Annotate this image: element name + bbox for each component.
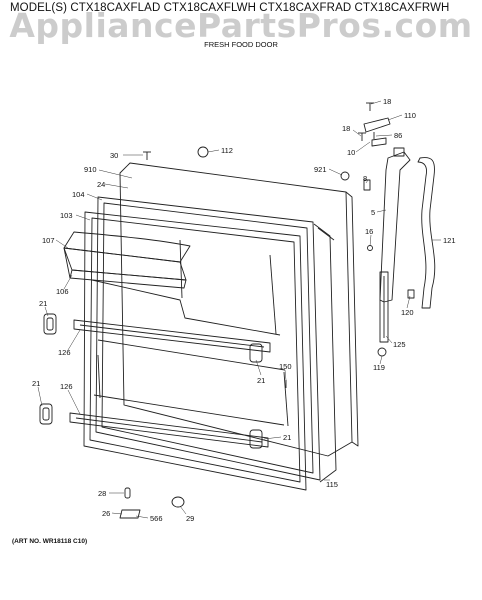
callout-86: 86 [394, 131, 402, 140]
dairy-compartment [63, 247, 187, 281]
door-outer-panel [119, 162, 353, 457]
callout-126b: 126 [60, 382, 73, 391]
callout-921: 921 [314, 165, 327, 174]
screws [143, 102, 375, 388]
hinge-110 [363, 117, 391, 133]
shelf-bar-lower [69, 412, 269, 448]
bracket-125 [379, 271, 389, 343]
shelf-bar-upper [73, 319, 271, 353]
callout-566: 566 [150, 514, 163, 523]
handle-121 [417, 157, 436, 309]
callout-104: 104 [72, 190, 85, 199]
callout-112: 112 [221, 146, 233, 155]
callout-910: 910 [84, 165, 97, 174]
art-number: (ART NO. WR18118 C10) [12, 538, 88, 545]
callout-125: 125 [393, 340, 406, 349]
end-cap-21a [43, 313, 57, 335]
callout-24: 24 [97, 180, 105, 189]
part-112 [197, 146, 209, 158]
callout-21d: 21 [283, 433, 291, 442]
callout-121: 121 [443, 236, 456, 245]
door-gasket [95, 196, 321, 481]
callout-29: 29 [186, 514, 194, 523]
callout-120: 120 [401, 308, 414, 317]
end-cap-21d [249, 429, 263, 449]
part-921 [340, 171, 350, 181]
callout-8: 8 [363, 174, 367, 183]
diagram-subtitle: FRESH FOOD DOOR [204, 40, 278, 49]
end-cap-21b [39, 403, 53, 425]
callout-126a: 126 [58, 348, 71, 357]
callout-5: 5 [371, 208, 375, 217]
callout-30: 30 [110, 151, 118, 160]
dairy-door [63, 231, 191, 263]
callout-16: 16 [365, 227, 373, 236]
callout-21a: 21 [39, 299, 47, 308]
watermark: AppliancePartsPros.com [9, 6, 473, 45]
callout-115: 115 [326, 480, 338, 489]
callout-119: 119 [373, 363, 385, 372]
callout-21b: 21 [257, 376, 265, 385]
model-list: MODEL(S) CTX18CAXFLAD CTX18CAXFLWH CTX18… [10, 2, 450, 14]
callout-150: 150 [279, 362, 292, 371]
callout-21c: 21 [32, 379, 40, 388]
callout-106: 106 [56, 287, 69, 296]
callout-18b: 18 [342, 124, 350, 133]
callout-18a: 18 [383, 97, 391, 106]
callout-110: 110 [404, 111, 416, 120]
callout-10: 10 [347, 148, 355, 157]
door-inner-liner [83, 211, 307, 491]
callout-26: 26 [102, 509, 110, 518]
callout-107: 107 [42, 236, 55, 245]
end-cap-21c [249, 343, 263, 363]
callout-103: 103 [60, 211, 73, 220]
hinge-5 [379, 151, 411, 303]
callout-28: 28 [98, 489, 106, 498]
